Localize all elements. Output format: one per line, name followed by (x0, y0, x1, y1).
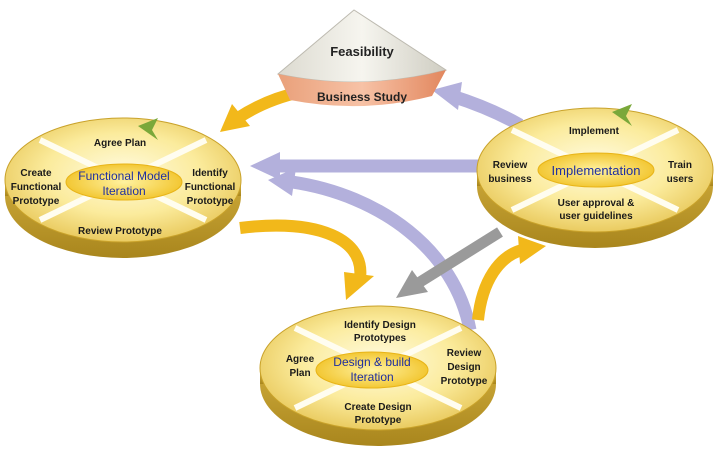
arrow-business-to-functional-head (220, 104, 250, 132)
functional-left-line3: Prototype (13, 196, 60, 207)
design-right-line3: Prototype (441, 376, 488, 387)
arrow-impl-to-functional-head (250, 152, 280, 180)
design-right-line1: Review (447, 348, 482, 359)
design-bottom-line2: Prototype (355, 415, 402, 426)
functional-model-disc: Functional Model Iteration Agree Plan Cr… (4, 117, 242, 258)
design-build-center-line1: Design & build (333, 355, 410, 369)
implementation-disc: Implementation Implement Review business… (476, 104, 714, 248)
arrow-impl-to-business (450, 89, 524, 131)
functional-right-line1: Identify (192, 168, 228, 179)
arrow-impl-to-business-head (432, 82, 462, 110)
implementation-right-line2: users (667, 174, 694, 185)
arrow-functional-to-design-head (344, 272, 374, 300)
arrow-impl-to-design (417, 227, 503, 287)
design-bottom-line1: Create Design (344, 402, 411, 413)
arrow-design-to-functional-head (268, 168, 296, 196)
arrow-impl-to-design-head (396, 270, 428, 298)
design-top-line2: Prototypes (354, 333, 407, 344)
functional-right-line2: Functional (185, 182, 236, 193)
arrow-functional-to-design (239, 219, 367, 279)
design-left-line2: Plan (289, 368, 310, 379)
implementation-center-label: Implementation (552, 163, 641, 178)
functional-bottom-label: Review Prototype (78, 226, 162, 237)
implementation-top-label: Implement (569, 126, 620, 137)
implementation-bottom-line1: User approval & (558, 198, 635, 209)
arrow-design-to-impl (472, 244, 524, 321)
design-build-disc: Design & build Iteration Identify Design… (259, 305, 497, 446)
functional-right-line3: Prototype (187, 196, 234, 207)
arrow-design-to-impl-head (518, 236, 546, 264)
design-build-center-line2: Iteration (350, 370, 393, 384)
design-top-line1: Identify Design (344, 320, 416, 331)
green-marker-icon (138, 118, 158, 140)
arrow-design-to-functional (291, 175, 477, 332)
implementation-left-line2: business (488, 174, 532, 185)
business-study-label: Business Study (317, 90, 407, 104)
functional-model-center-line2: Iteration (102, 184, 145, 198)
design-left-line1: Agree (286, 354, 315, 365)
implementation-right-line1: Train (668, 160, 692, 171)
functional-left-line2: Functional (11, 182, 62, 193)
implementation-left-line1: Review (493, 160, 528, 171)
functional-left-line1: Create (20, 168, 52, 179)
functional-top-label: Agree Plan (94, 138, 146, 149)
green-marker-icon (612, 104, 632, 126)
implementation-bottom-line2: user guidelines (559, 211, 633, 222)
functional-model-center-line1: Functional Model (78, 169, 169, 183)
design-right-line2: Design (447, 362, 480, 373)
feasibility-cone: Feasibility Business Study (276, 9, 448, 107)
feasibility-label: Feasibility (330, 44, 394, 59)
